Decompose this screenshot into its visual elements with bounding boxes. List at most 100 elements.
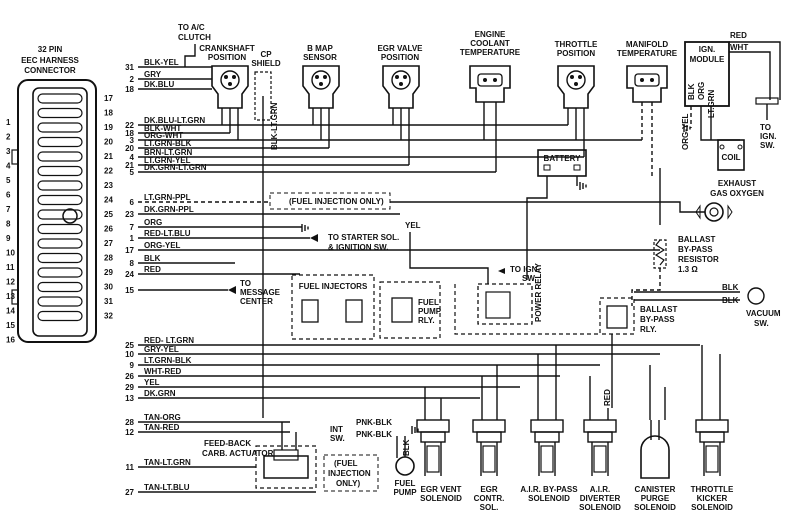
wire-color-label: ORG [144,218,162,227]
connector-cavity [37,136,83,148]
coil-label: COIL [721,153,740,162]
tp-sensor [557,65,595,109]
crankshaft-sensor [211,65,249,109]
fuel-injectors: FUEL INJECTORS [291,274,375,340]
pin-number-right: 25 [104,210,113,219]
wire-color-label: YEL [144,378,160,387]
egr-vent-label-2: SOLENOID [420,494,462,503]
wire-color-label: BLK [144,254,161,263]
feedback-label-2: CARB. ACTUATOR [202,449,274,458]
connector-cavity [37,151,83,162]
vacuum-label-1: VACUUM [746,309,781,318]
wire-color-label: GRY-YEL [144,345,179,354]
wire-pin-number: 2 [130,75,135,84]
pin-number-right: 31 [104,297,113,306]
power-relay-label: POWER RELAY [534,263,543,322]
pin-number-right: 17 [104,94,113,103]
pin-number-left: 16 [6,336,15,345]
wire-pin-number: 8 [130,259,135,268]
wire-pin-number: 7 [130,223,135,232]
ballast-label-4: 1.3 Ω [678,265,698,274]
feedback-label-1: FEED-BACK [204,439,251,448]
exhaust-oxygen-sensor: EXHAUST GAS OXYGEN [390,179,764,222]
pin-number-left: 10 [6,249,15,258]
pin-number-right: 22 [104,167,113,176]
mt-label-1: MANIFOLD [626,40,668,49]
solenoid [416,419,450,476]
fi-only-label-3: ONLY) [336,479,360,488]
solenoid [530,419,564,476]
solenoid-row [416,419,729,479]
wire-color-label: ORG-YEL [144,241,181,250]
pin-number-left: 2 [6,133,11,142]
solenoid [695,419,729,476]
wire-pin-number: 1 [130,234,135,243]
crank-label-1: CRANKSHAFT [199,44,255,53]
connector-cavity [37,194,83,206]
connector-cavity [37,107,83,119]
connector-body [32,87,88,337]
pin-number-left: 6 [6,191,11,200]
relay-red-label: RED [603,389,612,406]
ign-module-label-2: MODULE [690,55,725,64]
ign-org-label: ORG [697,82,706,100]
pin-number-right: 32 [104,312,113,321]
kicker-label-2: KICKER [697,494,728,503]
kicker-label-1: THROTTLE [691,485,734,494]
connector-cavity [37,296,83,307]
wire-color-label: WHT-RED [144,367,182,376]
ign-blk-label: BLK [687,83,696,100]
wire-color-label: GRY [144,70,162,79]
pin-number-left: 1 [6,118,11,127]
wire-color-label: TAN-ORG [144,413,181,422]
to-ign-sw-relay-2: SW. [522,274,537,283]
ign-wht-label: WHT [730,43,748,52]
air-div-label-2: DIVERTER [580,494,621,503]
to-ign-sw-label-2: IGN. [760,132,776,141]
wire-color-label: DK.GRN-LT.GRN [144,163,207,172]
pin-number-left: 9 [6,234,11,243]
fuel-pump-rly-label-1: FUEL [418,298,439,307]
wire-color-label: LT.GRN-BLK [144,139,192,148]
to-ign-sw-relay-1: TO IGN. [510,265,540,274]
ect-label-3: TEMPERATURE [460,48,521,57]
pin-number-right: 20 [104,138,113,147]
sensor-drops [221,96,653,418]
wire-pin-number: 26 [125,372,134,381]
egr-valve-label-2: POSITION [381,53,419,62]
fuel-pump-blk-label: BLK [402,439,411,456]
feedback-carb-actuator: FEED-BACK CARB. ACTUATOR [202,439,317,489]
wire-color-label: LT.GRN-PPL [144,193,191,202]
wire-pin-number: 22 [125,121,134,130]
map-label-2: SENSOR [303,53,337,62]
egr-contr-label-1: EGR [480,485,498,494]
wire-pin-number: 10 [125,350,134,359]
fi-only-label-2: INJECTION [328,469,371,478]
fuel-pump-label-2: PUMP [393,488,417,497]
exhaust-label-2: GAS OXYGEN [710,189,764,198]
wire-pin-number: 31 [125,63,134,72]
connector-cavity [37,267,83,278]
air-bypass-label-1: A.I.R. BY-PASS [520,485,578,494]
exhaust-label-1: EXHAUST [718,179,756,188]
message-center-label-2: MESSAGE [240,288,281,297]
pin-number-right: 29 [104,268,113,277]
pin-number-right: 18 [104,109,113,118]
battery: BATTERY [526,149,587,280]
fi-only-label-1: (FUEL [334,459,358,468]
pin-number-right: 24 [104,196,113,205]
egr-valve-label-1: EGR VALVE [377,44,423,53]
wire-pin-number: 18 [125,129,134,138]
wire-color-label: TAN-LT.GRN [144,458,191,467]
connector-title-2: EEC HARNESS [21,56,79,65]
ect-sensor [469,65,511,103]
wire-pin-number: 23 [125,210,134,219]
egr-valve-sensor [382,65,420,109]
vac-blk-label-2: BLK [722,296,739,305]
air-div-label-3: SOLENOID [579,503,621,512]
message-center-label-3: CENTER [240,297,273,306]
pnk-blk-label-2: PNK-BLK [356,430,392,439]
canister-label-1: CANISTER [635,485,676,494]
wire-color-label: DK.GRN-PPL [144,205,194,214]
